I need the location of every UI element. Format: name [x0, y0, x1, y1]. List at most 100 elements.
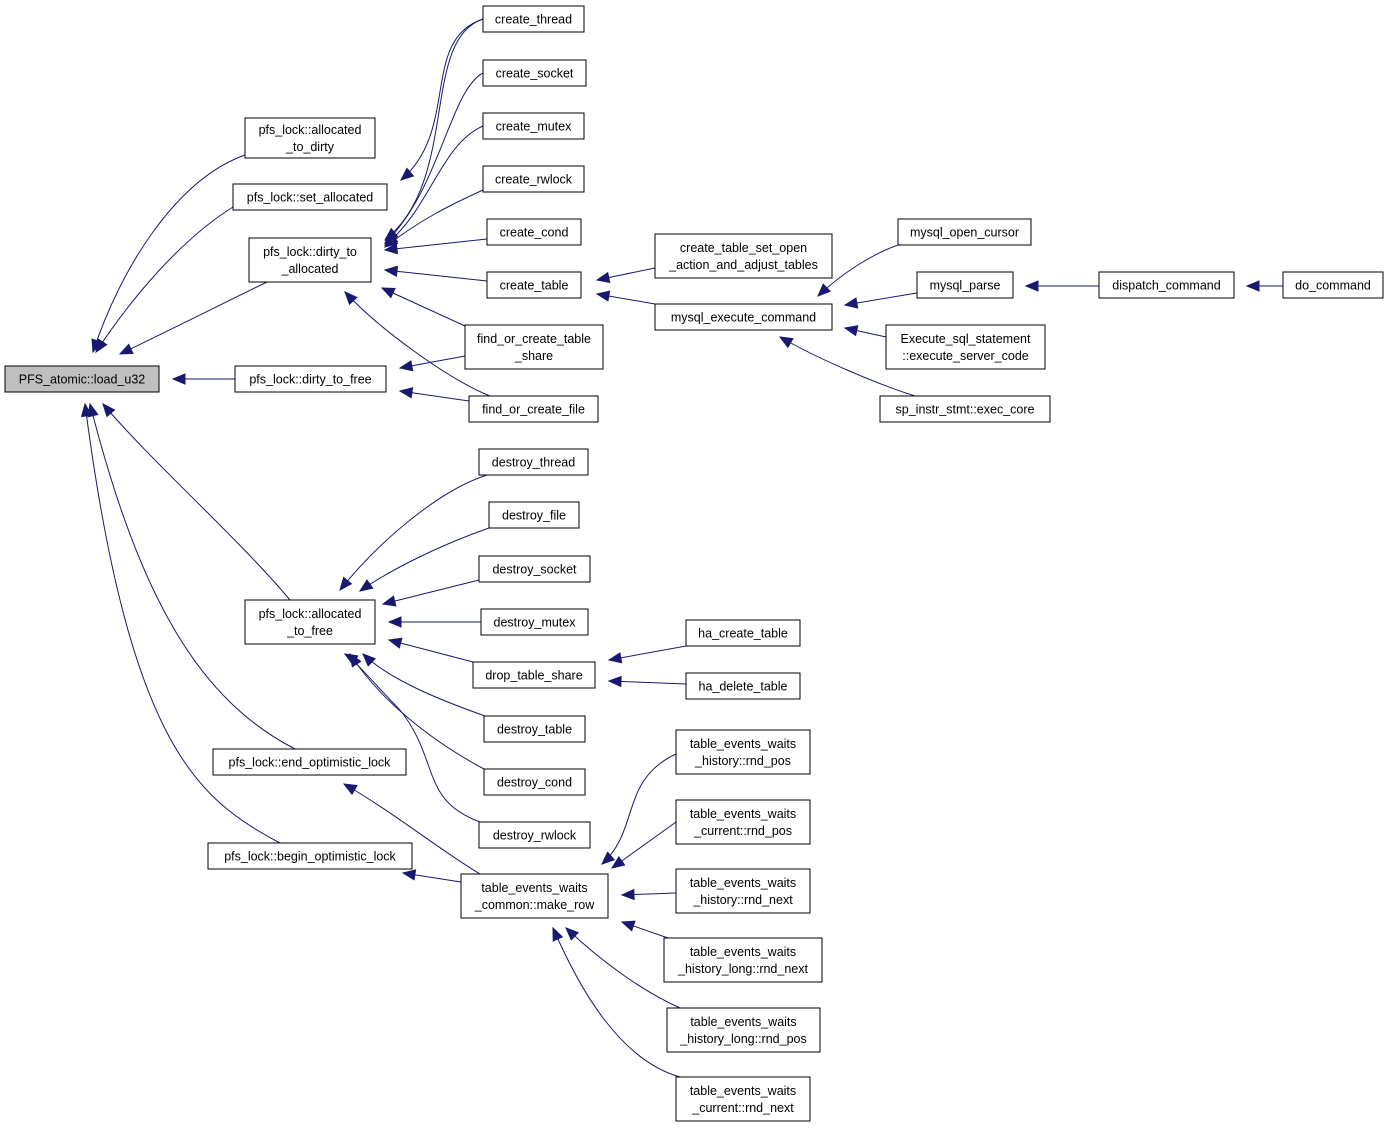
node-dispatch-command[interactable]: dispatch_command — [1098, 271, 1235, 299]
node-create-cond[interactable]: create_cond — [486, 218, 582, 246]
node-box — [685, 672, 801, 700]
node-allocated-to-dirty[interactable]: pfs_lock::allocated_to_dirty — [244, 117, 376, 159]
node-tew-history-rnd-next[interactable]: table_events_waits_history::rnd_next — [675, 868, 811, 914]
edge-end_optimistic_lock-to-root — [87, 402, 296, 750]
node-find-or-create-file[interactable]: find_or_create_file — [468, 395, 599, 423]
node-exec-core[interactable]: sp_instr_stmt::exec_core — [879, 395, 1051, 423]
node-set-allocated[interactable]: pfs_lock::set_allocated — [232, 183, 388, 211]
node-create-thread[interactable]: create_thread — [482, 5, 585, 33]
node-label-line: dispatch_command — [1112, 279, 1220, 293]
node-begin-optimistic-lock[interactable]: pfs_lock::begin_optimistic_lock — [207, 842, 413, 870]
node-box — [472, 661, 596, 689]
node-destroy-mutex[interactable]: destroy_mutex — [480, 608, 589, 636]
node-create-table[interactable]: create_table — [486, 271, 582, 299]
node-destroy-thread[interactable]: destroy_thread — [478, 448, 589, 476]
node-label-line: _allocated — [281, 262, 339, 276]
node-tew-history-rnd-pos[interactable]: table_events_waits_history::rnd_pos — [675, 729, 811, 775]
node-label-line: _to_free — [286, 624, 333, 638]
node-ha-delete-table[interactable]: ha_delete_table — [685, 672, 801, 700]
arrow-head-icon — [339, 576, 353, 592]
node-box — [4, 365, 160, 393]
node-box — [879, 395, 1051, 423]
node-label-line: do_command — [1295, 279, 1371, 293]
arrow-head-icon — [358, 579, 374, 592]
node-label-line: table_events_waits — [690, 1084, 796, 1098]
edge-line — [608, 680, 687, 685]
node-box — [212, 748, 407, 776]
edge-line — [565, 927, 681, 1009]
edge-dispatch_command-to-mysql_parse — [1024, 280, 1099, 292]
node-destroy-cond[interactable]: destroy_cond — [483, 768, 586, 796]
node-mysql-parse[interactable]: mysql_parse — [916, 271, 1014, 299]
node-label-line: table_events_waits — [690, 807, 796, 821]
node-box — [468, 395, 599, 423]
node-make-row[interactable]: table_events_waits_common::make_row — [460, 873, 609, 919]
node-box — [480, 608, 589, 636]
arrow-head-icon — [383, 234, 399, 248]
node-root[interactable]: PFS_atomic::load_u32 — [4, 365, 160, 393]
node-create-table-set-open[interactable]: create_table_set_open_action_and_adjust_… — [654, 233, 833, 279]
node-label-line: ha_create_table — [698, 627, 788, 641]
arrow-head-icon — [398, 387, 414, 399]
node-tew-current-rnd-next[interactable]: table_events_waits_current::rnd_next — [675, 1076, 811, 1122]
edge-create_thread-to-set_allocated — [400, 18, 484, 181]
node-tew-current-rnd-pos[interactable]: table_events_waits_current::rnd_pos — [675, 799, 811, 845]
node-box — [482, 165, 585, 193]
node-box — [482, 5, 585, 33]
arrow-head-icon — [843, 297, 859, 309]
node-label-line: pfs_lock::end_optimistic_lock — [229, 756, 392, 770]
node-label-line: ha_delete_table — [699, 680, 788, 694]
node-allocated-to-free[interactable]: pfs_lock::allocated_to_free — [244, 599, 376, 645]
node-mysql-open-cursor[interactable]: mysql_open_cursor — [897, 218, 1032, 246]
node-destroy-socket[interactable]: destroy_socket — [478, 555, 591, 583]
edge-create_rwlock-to-dirty_to_allocated — [383, 189, 484, 248]
arrow-head-icon — [843, 325, 859, 337]
node-label-line: table_events_waits — [690, 876, 796, 890]
edge-line — [601, 753, 677, 865]
node-do-command[interactable]: do_command — [1282, 271, 1384, 299]
arrow-head-icon — [552, 926, 564, 942]
node-box — [488, 501, 580, 529]
node-label-line: pfs_lock::allocated — [259, 607, 362, 621]
node-end-optimistic-lock[interactable]: pfs_lock::end_optimistic_lock — [212, 748, 407, 776]
node-label-line: pfs_lock::dirty_to — [263, 245, 357, 259]
node-label-line: create_mutex — [496, 120, 572, 134]
node-destroy-file[interactable]: destroy_file — [488, 501, 580, 529]
node-label-line: destroy_rwlock — [493, 829, 577, 843]
node-ha-create-table[interactable]: ha_create_table — [685, 619, 801, 647]
node-box — [1098, 271, 1235, 299]
node-find-or-create-table-share[interactable]: find_or_create_table_share — [464, 324, 604, 370]
node-label-line: create_cond — [500, 226, 569, 240]
node-tew-history-long-rnd-pos[interactable]: table_events_waits_history_long::rnd_pos — [666, 1007, 821, 1053]
edge-allocated_to_free-to-root — [102, 403, 291, 601]
node-destroy-rwlock[interactable]: destroy_rwlock — [478, 821, 591, 849]
node-destroy-table[interactable]: destroy_table — [483, 715, 586, 743]
arrow-head-icon — [95, 338, 108, 354]
node-box — [486, 218, 582, 246]
node-create-rwlock[interactable]: create_rwlock — [482, 165, 585, 193]
node-dirty-to-free[interactable]: pfs_lock::dirty_to_free — [234, 365, 387, 393]
node-box — [675, 1076, 811, 1122]
node-box — [675, 799, 811, 845]
node-create-mutex[interactable]: create_mutex — [482, 112, 585, 140]
edge-line — [382, 579, 480, 605]
node-box — [654, 233, 833, 279]
node-dirty-to-allocated[interactable]: pfs_lock::dirty_to_allocated — [248, 237, 372, 283]
node-box — [482, 59, 587, 87]
node-mysql-execute-command[interactable]: mysql_execute_command — [654, 303, 833, 331]
edge-line — [344, 653, 481, 823]
arrow-head-icon — [343, 653, 359, 666]
node-tew-history-long-rnd-next[interactable]: table_events_waits_history_long::rnd_nex… — [663, 937, 823, 983]
node-drop-table-share[interactable]: drop_table_share — [472, 661, 596, 689]
node-execute-server-code[interactable]: Execute_sql_statement::execute_server_co… — [885, 324, 1046, 370]
arrow-head-icon — [344, 291, 358, 306]
edge-begin_optimistic_lock-to-root — [80, 402, 281, 844]
node-create-socket[interactable]: create_socket — [482, 59, 587, 87]
node-label-line: _history::rnd_pos — [694, 754, 791, 768]
edge-line — [344, 291, 491, 397]
node-box — [234, 365, 387, 393]
node-box — [478, 555, 591, 583]
node-label-line: destroy_table — [497, 723, 572, 737]
node-label-line: _common::make_row — [474, 898, 595, 912]
